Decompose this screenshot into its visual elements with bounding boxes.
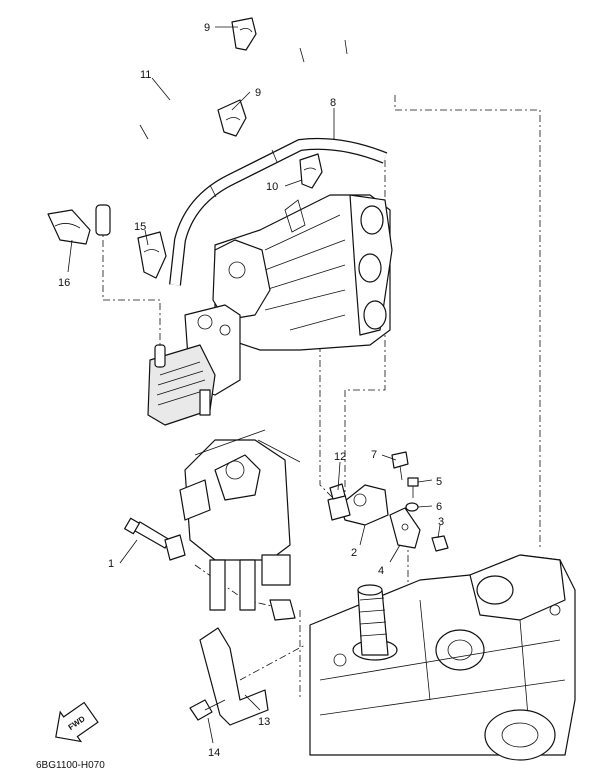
leader-lines — [67, 26, 441, 744]
callout-3: 3 — [438, 516, 444, 528]
clip-9-upper — [231, 17, 257, 51]
engine-block — [309, 554, 576, 761]
nut-3 — [431, 535, 449, 552]
callout-6: 6 — [436, 501, 442, 513]
callout-5: 5 — [436, 476, 442, 488]
clip-16 — [47, 209, 91, 245]
bolt-5 — [407, 477, 419, 498]
bracket-4 — [389, 507, 421, 549]
hose-12 — [95, 39, 401, 236]
callout-7: 7 — [371, 449, 377, 461]
callout-15: 15 — [134, 221, 146, 233]
bolt-14 — [189, 699, 226, 721]
callout-8: 8 — [330, 97, 336, 109]
clip-9-lower — [217, 99, 247, 137]
intake-manifold — [212, 194, 393, 351]
washer-6 — [405, 502, 419, 512]
plug-7 — [391, 451, 409, 481]
callout-2: 2 — [351, 547, 357, 559]
callout-14: 14 — [208, 747, 220, 759]
callout-9-upper: 9 — [204, 22, 210, 34]
callout-9-lower: 9 — [255, 87, 261, 99]
callout-11: 12 — [334, 451, 346, 463]
clip-10 — [299, 153, 323, 189]
hose-8 — [169, 137, 388, 286]
callout-12: 11 — [140, 69, 151, 81]
callouts: 9 9 11 8 10 15 16 1 12 7 5 6 3 2 4 13 14 — [58, 22, 444, 759]
callout-1: 1 — [108, 558, 114, 570]
clip-11 — [329, 483, 346, 500]
sensor-2 — [327, 484, 389, 526]
vapor-separator — [179, 429, 301, 621]
throttle-body — [147, 304, 241, 426]
reference-code: 6BG1100-H070 — [36, 760, 105, 771]
callout-16: 16 — [58, 277, 70, 289]
fwd-arrow-icon: FWD — [55, 701, 99, 743]
callout-13: 13 — [258, 716, 270, 728]
callout-10: 10 — [266, 181, 278, 193]
hose-end-cap — [95, 204, 111, 236]
clip-15 — [137, 231, 167, 279]
callout-4: 4 — [378, 565, 384, 577]
bolt-1 — [124, 517, 186, 561]
